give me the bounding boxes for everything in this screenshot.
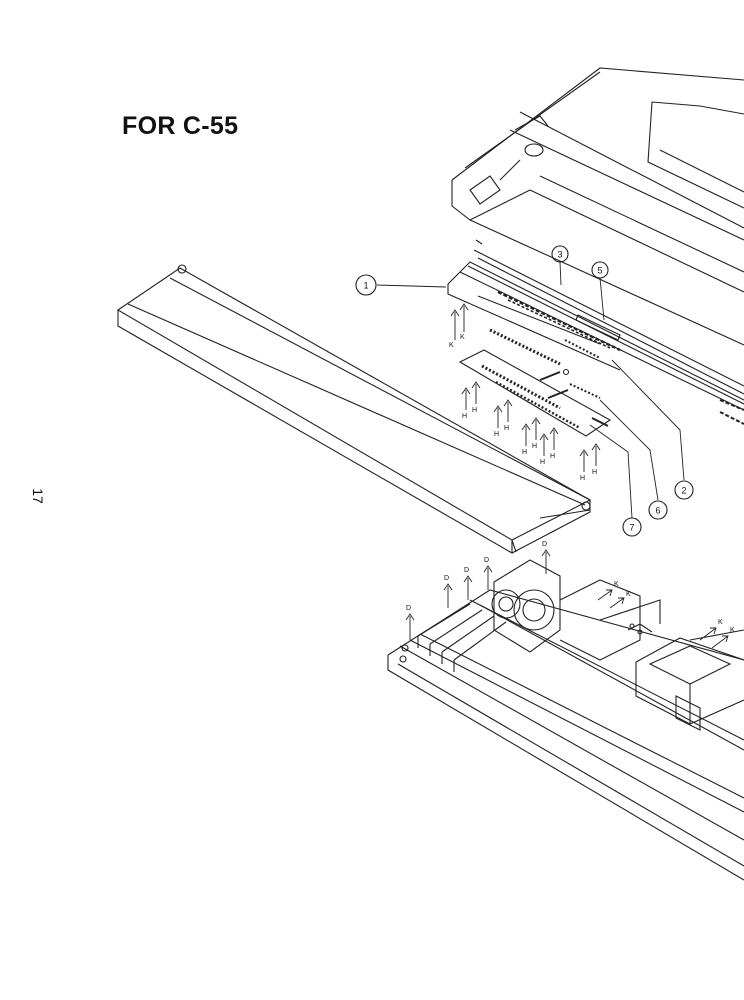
svg-text:3: 3 [557, 250, 562, 260]
leader-lines [376, 261, 685, 519]
svg-text:K: K [730, 627, 735, 634]
screw-arrows-d: D D D D D [405, 541, 551, 640]
svg-text:H: H [494, 431, 499, 438]
svg-text:D: D [484, 557, 489, 564]
svg-text:H: H [504, 425, 509, 432]
screw-arrows-k: K K K K K K [449, 303, 735, 649]
svg-text:7: 7 [629, 523, 634, 533]
svg-text:2: 2 [681, 486, 686, 496]
svg-text:H: H [472, 407, 477, 414]
callout-1: 1 [355, 274, 377, 296]
svg-text:D: D [406, 605, 411, 612]
keyboard-chassis [387, 559, 744, 881]
svg-text:H: H [592, 469, 597, 476]
control-panel-frame [447, 239, 744, 425]
circuit-board [458, 328, 612, 437]
svg-text:H: H [532, 443, 537, 450]
svg-text:D: D [542, 541, 547, 548]
svg-text:K: K [614, 581, 619, 588]
part-callouts: 1 3 5 2 6 7 [355, 245, 694, 537]
cabinet-top-assembly [451, 67, 744, 346]
svg-text:H: H [550, 453, 555, 460]
svg-text:H: H [522, 449, 527, 456]
key-cover-board [116, 264, 592, 554]
svg-text:D: D [444, 575, 449, 582]
svg-text:6: 6 [655, 506, 660, 516]
callout-6: 6 [648, 500, 668, 520]
svg-text:K: K [718, 619, 723, 626]
callout-7: 7 [622, 517, 642, 537]
callout-2: 2 [674, 480, 694, 500]
svg-text:K: K [460, 334, 465, 341]
svg-text:H: H [580, 475, 585, 482]
callout-3: 3 [551, 245, 569, 263]
screw-arrows-h: H H H H H H H H H H [461, 381, 601, 482]
page-title: FOR C-55 [122, 112, 239, 140]
svg-text:5: 5 [597, 266, 602, 276]
svg-text:H: H [540, 459, 545, 466]
svg-text:K: K [626, 591, 631, 598]
callout-5: 5 [591, 261, 609, 279]
svg-text:K: K [449, 342, 454, 349]
svg-text:1: 1 [363, 281, 368, 291]
svg-text:H: H [462, 413, 467, 420]
svg-text:D: D [464, 567, 469, 574]
